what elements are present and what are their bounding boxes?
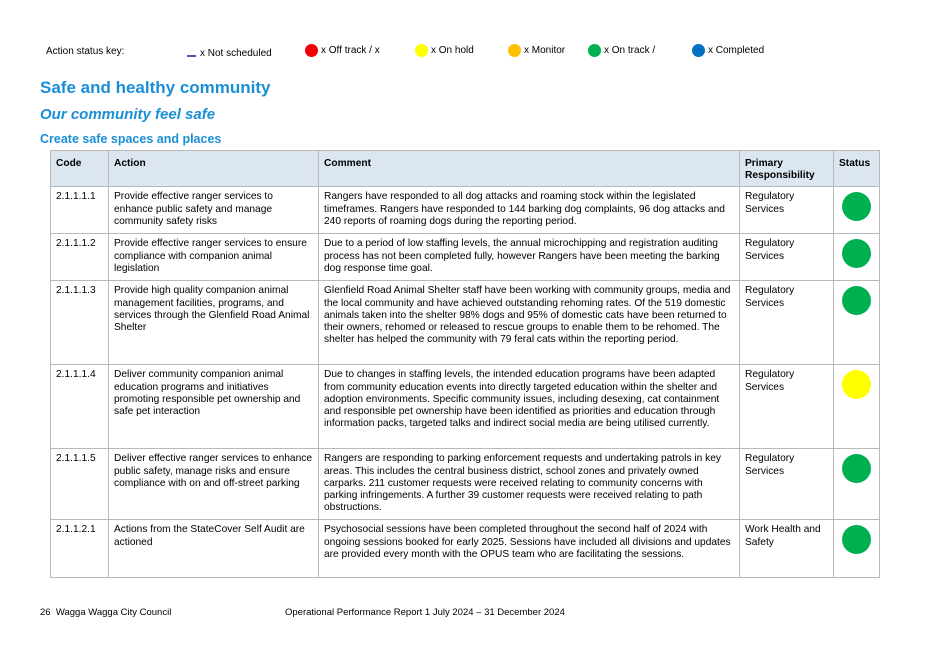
action-cell: Actions from the StateCover Self Audit a… [108, 519, 319, 579]
status-key-label: Action status key: [46, 46, 125, 57]
table-row: 2.1.1.1.2 Provide effective ranger servi… [50, 233, 880, 282]
yellow-dot-icon [415, 44, 428, 57]
responsibility-cell: Regulatory Services [739, 448, 834, 521]
action-cell: Provide effective ranger services to enh… [108, 186, 319, 235]
table-row: 2.1.1.1.4 Deliver community companion an… [50, 364, 880, 450]
footer-left: 26 Wagga Wagga City Council [40, 607, 171, 618]
key-text: x Not scheduled [200, 48, 272, 59]
key-item-on-hold: x On hold [415, 44, 474, 57]
red-dot-icon [305, 44, 318, 57]
responsibility-cell: Regulatory Services [739, 233, 834, 282]
actions-table: Code Action Comment Primary Responsibili… [50, 149, 880, 579]
code-cell: 2.1.1.1.2 [50, 233, 109, 282]
responsibility-cell: Regulatory Services [739, 186, 834, 235]
key-text: x Monitor [524, 45, 566, 56]
comment-cell: Due to a period of low staffing levels, … [318, 233, 740, 282]
key-text: x On hold [431, 45, 474, 56]
responsibility-cell: Work Health and Safety [739, 519, 834, 579]
action-cell: Provide effective ranger services to ens… [108, 233, 319, 282]
header-comment: Comment [318, 149, 740, 188]
status-cell [833, 280, 880, 366]
status-key: Action status key: x Not scheduled x Off… [0, 44, 928, 60]
key-text: x Completed [708, 45, 765, 56]
header-action: Action [108, 149, 319, 188]
header-code: Code [50, 149, 109, 188]
responsibility-cell: Regulatory Services [739, 364, 834, 450]
comment-cell: Due to changes in staffing levels, the i… [318, 364, 740, 450]
action-cell: Provide high quality companion animal ma… [108, 280, 319, 366]
key-text: x Off track / x [321, 45, 380, 56]
table-row: 2.1.1.1.5 Deliver effective ranger servi… [50, 448, 880, 521]
status-cell [833, 519, 880, 579]
page-number: 26 [40, 607, 51, 618]
code-cell: 2.1.1.1.4 [50, 364, 109, 450]
outcome-title: Our community feel safe [40, 106, 216, 123]
key-item-monitor: x Monitor [508, 44, 565, 57]
status-dot-icon [842, 454, 871, 484]
comment-cell: Rangers have responded to all dog attack… [318, 186, 740, 235]
code-cell: 2.1.1.1.3 [50, 280, 109, 366]
comment-cell: Glenfield Road Animal Shelter staff have… [318, 280, 740, 366]
status-cell [833, 233, 880, 282]
key-item-on-track: x On track / [588, 44, 655, 57]
status-dot-icon [842, 525, 871, 555]
header-status: Status [833, 149, 880, 188]
key-item-not-scheduled: x Not scheduled [187, 44, 272, 59]
code-cell: 2.1.1.1.5 [50, 448, 109, 521]
code-cell: 2.1.1.1.1 [50, 186, 109, 235]
report-title: Operational Performance Report 1 July 20… [285, 607, 565, 618]
action-cell: Deliver community companion animal educa… [108, 364, 319, 450]
table-row: 2.1.1.1.1 Provide effective ranger servi… [50, 186, 880, 235]
comment-cell: Psychosocial sessions have been complete… [318, 519, 740, 579]
org-name: Wagga Wagga City Council [55, 607, 172, 618]
strategy-title: Create safe spaces and places [40, 132, 222, 146]
code-cell: 2.1.1.2.1 [50, 519, 109, 579]
header-responsibility: Primary Responsibility [739, 149, 834, 188]
amber-dot-icon [508, 44, 521, 57]
blue-dot-icon [692, 44, 705, 57]
dash-icon [187, 54, 196, 57]
comment-cell: Rangers are responding to parking enforc… [318, 448, 740, 521]
key-item-off-track: x Off track / x [305, 44, 380, 57]
status-dot-icon [842, 239, 871, 269]
status-cell [833, 364, 880, 450]
status-cell [833, 448, 880, 521]
responsibility-cell: Regulatory Services [739, 280, 834, 366]
status-dot-icon [842, 286, 871, 316]
green-dot-icon [588, 44, 601, 57]
status-dot-icon [842, 192, 871, 222]
section-title: Safe and healthy community [40, 78, 271, 97]
status-cell [833, 186, 880, 235]
key-text: x On track / [604, 45, 656, 56]
action-cell: Deliver effective ranger services to enh… [108, 448, 319, 521]
table-row: 2.1.1.2.1 Actions from the StateCover Se… [50, 519, 880, 579]
key-item-completed: x Completed [692, 44, 764, 57]
table-header-row: Code Action Comment Primary Responsibili… [50, 149, 880, 188]
table-row: 2.1.1.1.3 Provide high quality companion… [50, 280, 880, 366]
status-dot-icon [842, 370, 871, 400]
